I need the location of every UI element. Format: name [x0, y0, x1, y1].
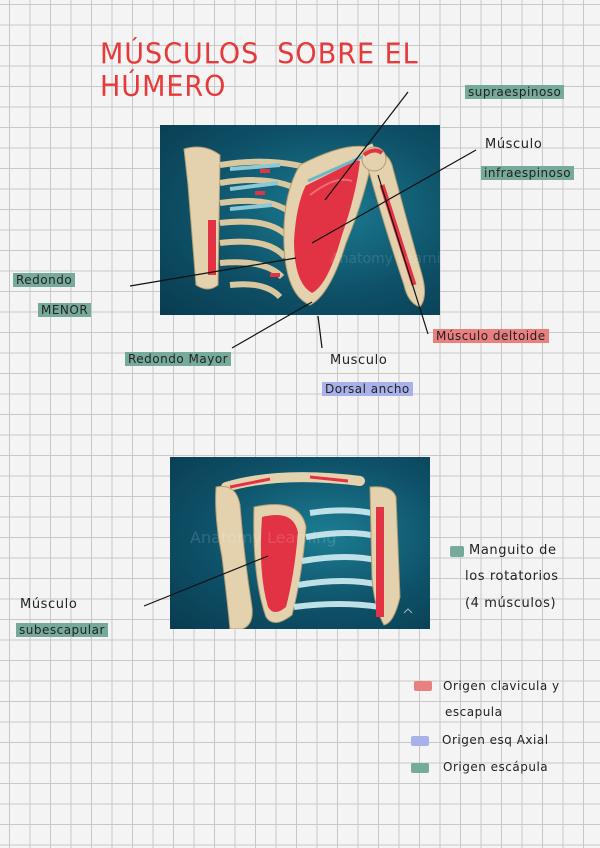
label-deltoide: Músculo deltoide [433, 329, 549, 343]
shoulder-anterior-photo: Anatomy Learning [170, 457, 430, 629]
label-infraespinoso-line2: infraespinoso [481, 166, 575, 180]
anterior-shoulder-illustration: Anatomy Learning [190, 472, 413, 629]
label-supraespinoso: supraespinoso [465, 85, 565, 99]
title-word-2: SOBRE EL HÚMERO [100, 38, 419, 104]
note-line1: Manguito de [469, 543, 557, 558]
note-swatch [450, 546, 464, 557]
label-subescapular-line1: Músculo [20, 597, 78, 612]
legend-item-2: Origen esq Axial [442, 733, 549, 747]
shoulder-posterior-photo: Anatomy Learning [160, 125, 440, 315]
label-redondo-menor-line1: Redondo [13, 273, 76, 287]
label-infraespinoso-line1: Músculo [485, 137, 543, 152]
note-line3: (4 músculos) [465, 596, 557, 611]
label-subescapular-line2: subescapular [16, 623, 108, 637]
legend-item-1-line1: Origen clavicula y [443, 679, 560, 693]
legend-item-3: Origen escápula [443, 760, 549, 774]
legend-item-1-line2: escapula [445, 705, 503, 719]
posterior-shoulder-illustration: Anatomy Learning [183, 143, 440, 308]
label-redondo-mayor: Redondo Mayor [125, 352, 232, 366]
legend-swatch-teal [411, 763, 429, 773]
legend-swatch-blue [411, 736, 429, 746]
note-line2: los rotatorios [465, 569, 559, 584]
title-word-1: MÚSCULOS [100, 38, 260, 71]
photo-watermark-bottom: Anatomy Learning [190, 528, 337, 547]
label-dorsal-line1: Musculo [330, 353, 388, 368]
label-redondo-menor-line2: MENOR [38, 303, 92, 317]
label-dorsal-line2: Dorsal ancho [322, 382, 413, 396]
photo-watermark-top: Anatomy Learning [330, 251, 440, 267]
leader-dorsal-ancho [317, 315, 323, 349]
legend-swatch-red [414, 681, 432, 691]
